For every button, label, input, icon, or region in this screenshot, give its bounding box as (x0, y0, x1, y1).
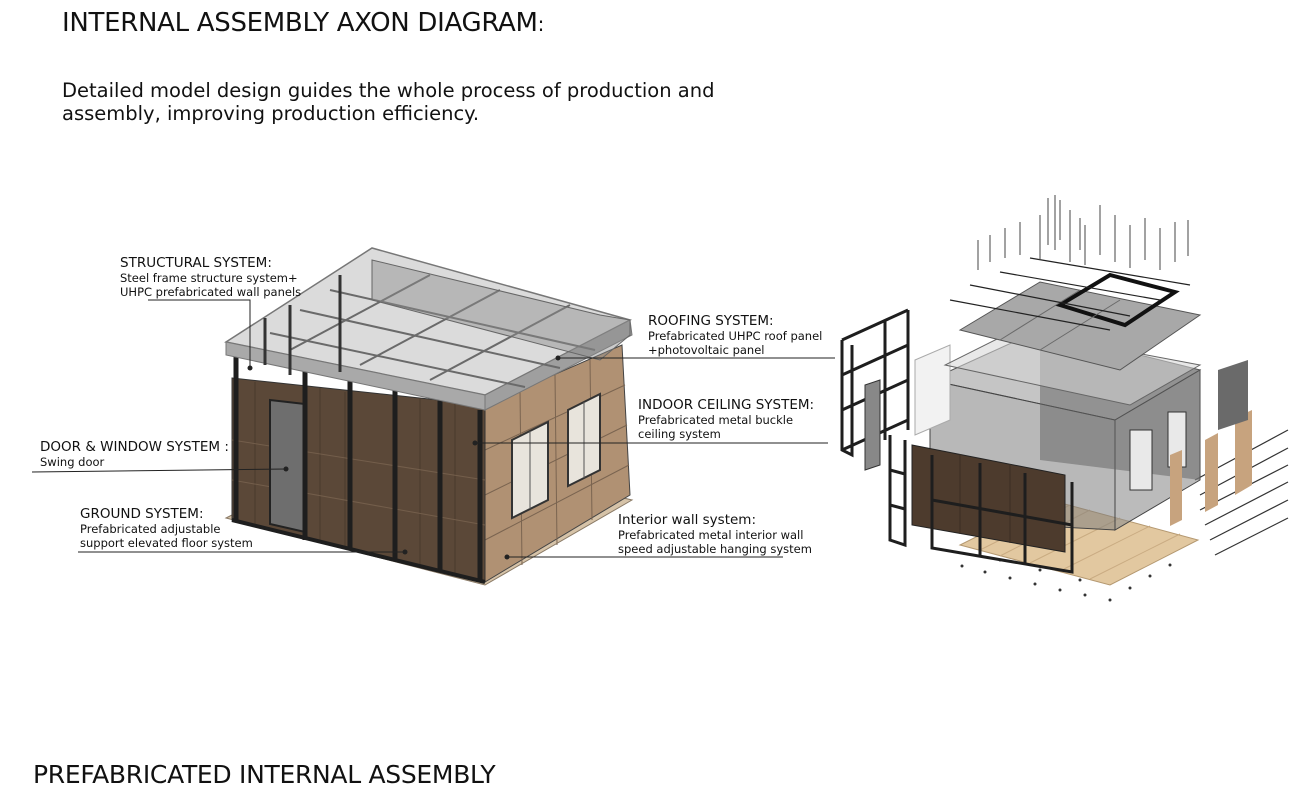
label-ceiling-line1: Prefabricated metal buckle (638, 413, 794, 427)
label-roofing-line1: Prefabricated UHPC roof panel (648, 329, 823, 343)
footer-title: PREFABRICATED INTERNAL ASSEMBLY (33, 760, 496, 789)
label-door-window-line1: Swing door (40, 455, 105, 469)
label-ground-line1: Prefabricated adjustable (80, 522, 221, 536)
label-door-window-system: DOOR & WINDOW SYSTEM : Swing door (40, 439, 229, 469)
leader-lines (31, 299, 835, 558)
label-interior-wall-system: Interior wall system: Prefabricated meta… (618, 512, 812, 556)
label-door-window-head: DOOR & WINDOW SYSTEM : (40, 439, 229, 455)
label-ground-system: GROUND SYSTEM: Prefabricated adjustable … (80, 506, 253, 550)
assembled-house-illustration (224, 247, 634, 586)
label-ceiling-system: INDOOR CEILING SYSTEM: Prefabricated met… (638, 397, 814, 441)
label-structural-line2: UHPC prefabricated wall panels (120, 285, 302, 299)
label-structural-line1: Steel frame structure system+ (120, 271, 298, 285)
label-interior-wall-line2: speed adjustable hanging system (618, 542, 812, 556)
label-ceiling-line2: ceiling system (638, 427, 721, 441)
diagram-title: INTERNAL ASSEMBLY AXON DIAGRAM: (62, 8, 545, 38)
label-structural-head: STRUCTURAL SYSTEM: (120, 255, 272, 271)
diagram-subtitle: Detailed model design guides the whole p… (62, 79, 715, 125)
label-ground-line2: support elevated floor system (80, 536, 253, 550)
label-interior-wall-line1: Prefabricated metal interior wall (618, 528, 804, 542)
label-ground-head: GROUND SYSTEM: (80, 506, 204, 522)
exploded-house-illustration (840, 195, 1289, 602)
label-roofing-head: ROOFING SYSTEM: (648, 313, 774, 329)
label-interior-wall-head: Interior wall system: (618, 512, 756, 528)
label-ceiling-head: INDOOR CEILING SYSTEM: (638, 397, 815, 413)
label-roofing-system: ROOFING SYSTEM: Prefabricated UHPC roof … (648, 313, 822, 357)
label-roofing-line2: +photovoltaic panel (648, 343, 765, 357)
label-structural-system: STRUCTURAL SYSTEM: Steel frame structure… (120, 255, 301, 299)
